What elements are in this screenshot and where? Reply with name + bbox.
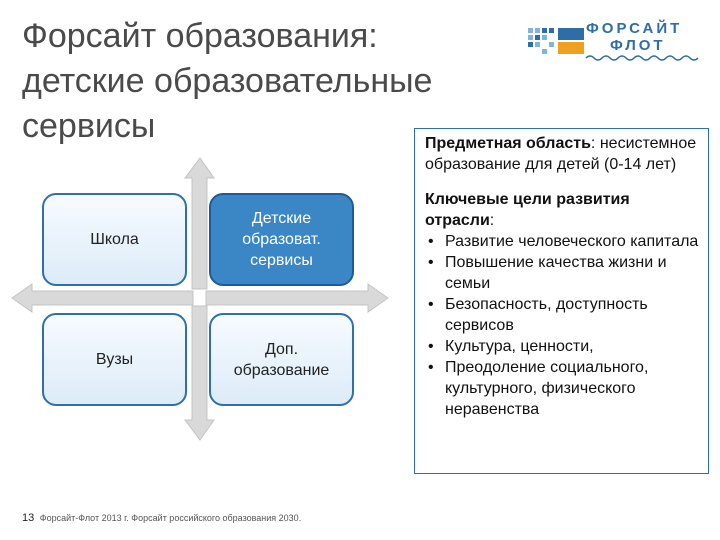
title-line-3: сервисы <box>22 107 156 145</box>
subject-area-label: Предметная область <box>425 135 591 152</box>
goals-label: Ключевые цели развития отрасли <box>425 191 630 229</box>
footer-source: Форсайт-Флот 2013 г. Форсайт российского… <box>39 513 302 523</box>
list-item: Безопасность, доступность сервисов <box>425 294 702 336</box>
slide-footer: 13 Форсайт-Флот 2013 г. Форсайт российск… <box>22 512 301 524</box>
logo-line-1: ФОРСАЙТ <box>586 20 683 37</box>
kids-services-label: Детские образоват. сервисы <box>242 210 321 269</box>
school-label: Школа <box>90 231 139 248</box>
kids-services-box: Детские образоват. сервисы <box>209 193 354 286</box>
title-line-2: детские образовательные <box>22 62 433 100</box>
school-box: Школа <box>42 193 187 286</box>
subject-area: Предметная область: несистемное образова… <box>425 133 702 175</box>
slide-title: Форсайт образования: детские образовател… <box>22 14 492 149</box>
subject-area-colon: : <box>590 135 596 152</box>
logo-wordmark: ФОРСАЙТ ФЛОТ <box>586 20 682 54</box>
goals-list: Развитие человеческого капитала Повышени… <box>425 231 702 420</box>
universities-label: Вузы <box>95 351 134 368</box>
logo-icon <box>528 28 699 61</box>
goals-colon: : <box>489 212 495 229</box>
list-item: Культура, ценности, <box>425 336 702 357</box>
extra-education-box: Доп. образование <box>209 313 354 406</box>
info-panel: Предметная область: несистемное образова… <box>414 128 709 474</box>
title-line-1: Форсайт образования: <box>22 17 378 55</box>
subject-area-text: несистемное образование для детей (0-14 … <box>425 135 697 173</box>
page-number: 13 <box>22 512 35 524</box>
list-item: Повышение качества жизни и семьи <box>425 252 702 294</box>
goals-heading: Ключевые цели развития отрасли: <box>425 189 702 231</box>
list-item: Развитие человеческого капитала <box>425 231 702 252</box>
list-item: Преодоление социального, культурного, фи… <box>425 357 702 420</box>
extra-education-label: Доп. образование <box>233 340 330 379</box>
cross-arrows-icon <box>11 157 389 441</box>
universities-box: Вузы <box>42 313 187 406</box>
logo-line-2: ФЛОТ <box>610 37 666 54</box>
